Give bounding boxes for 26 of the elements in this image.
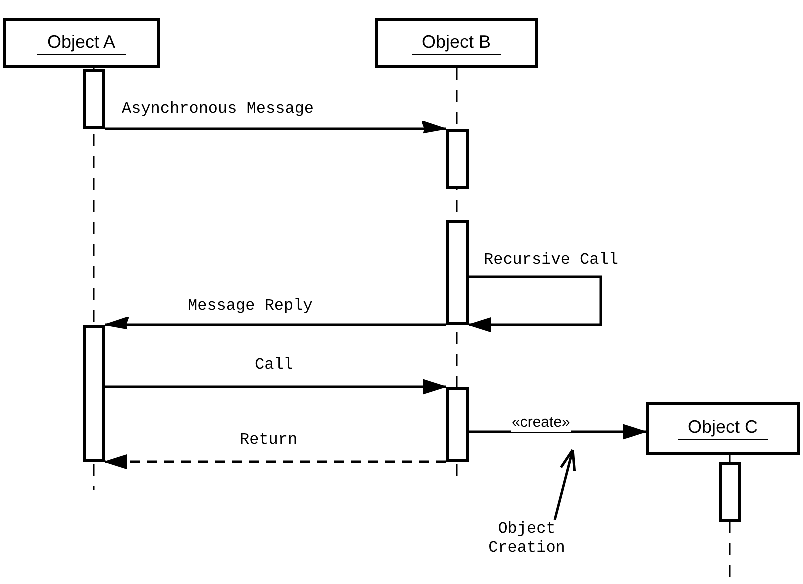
message-arrow [469, 424, 646, 440]
leader-line [554, 448, 576, 520]
message-arrow [104, 454, 446, 470]
object-name: Object B [412, 32, 502, 54]
self-call-arrow [468, 276, 602, 332]
object-name: Object C [678, 417, 768, 440]
edge-label: Asynchronous Message [122, 100, 314, 118]
activation-bar [446, 129, 469, 189]
activation-bar [83, 325, 105, 462]
object-name: Object A [37, 32, 126, 54]
message-arrow [104, 316, 446, 330]
edge-label: Call [255, 356, 294, 374]
activation-bar [719, 462, 741, 522]
edge-label: «create» [511, 414, 572, 432]
edge-label: Return [240, 431, 298, 449]
activation-bar [83, 69, 105, 129]
object-box [646, 402, 800, 455]
edge-label: Recursive Call [484, 251, 618, 269]
message-arrow [105, 120, 446, 134]
message-arrow [105, 380, 446, 394]
edge-label: Message Reply [188, 297, 313, 315]
note-text: Object Creation [462, 520, 592, 558]
activation-bar [446, 220, 469, 325]
object-box [3, 18, 160, 68]
object-box [375, 18, 538, 68]
activation-bar [446, 387, 469, 462]
